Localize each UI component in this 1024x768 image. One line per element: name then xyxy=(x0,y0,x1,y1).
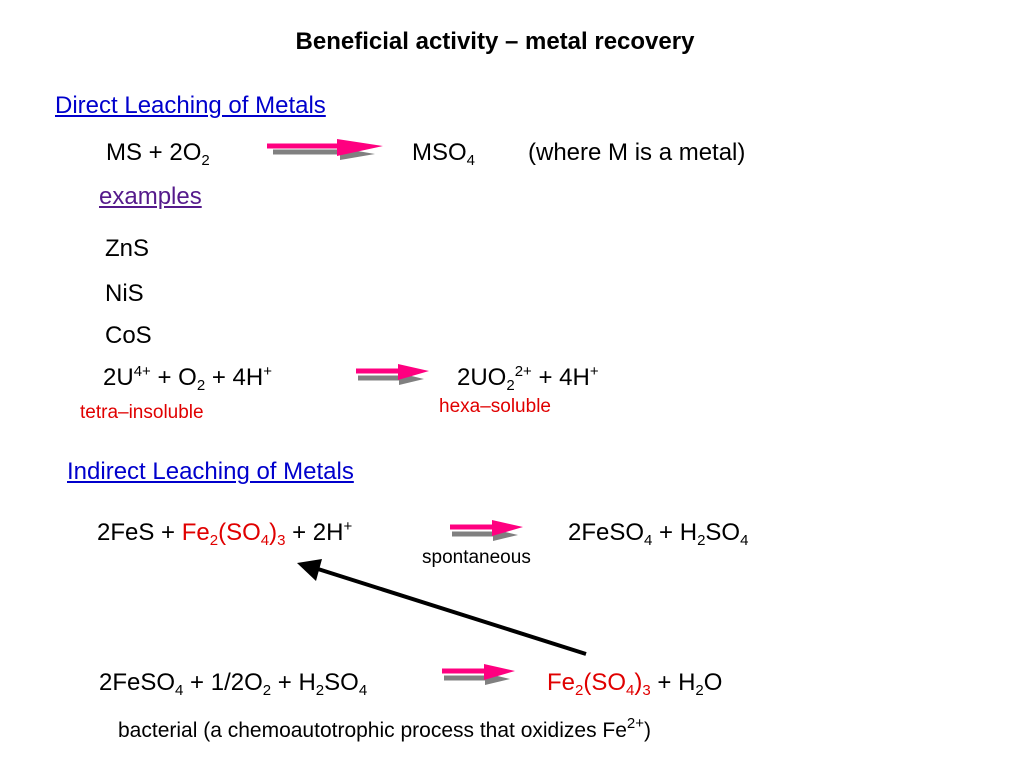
equation-feso4-oxidation-reactants: 2FeSO4 + 1/2O2 + H2SO4 xyxy=(99,669,368,699)
example-item: ZnS xyxy=(105,235,150,262)
metal-note: (where M is a metal) xyxy=(528,139,746,166)
reaction-arrow-icon xyxy=(442,664,515,685)
examples-link[interactable]: examples xyxy=(99,183,202,210)
page-title: Beneficial activity – metal recovery xyxy=(295,28,695,55)
reaction-arrow-icon xyxy=(356,364,429,385)
example-item: NiS xyxy=(105,280,144,307)
equation-mso4-product: MSO4 xyxy=(412,139,476,169)
bacterial-note: bacterial (a chemoautotrophic process th… xyxy=(118,715,652,742)
equation-ferric-sulfate-products: Fe2(SO4)3 + H2O xyxy=(547,669,723,699)
reaction-arrow-icon xyxy=(450,520,523,541)
hexa-soluble-label: hexa–soluble xyxy=(439,396,551,417)
reaction-arrow-icon xyxy=(267,139,383,160)
equation-uranium-products: 2UO22+ + 4H+ xyxy=(457,363,599,394)
equation-fes-reactants: 2FeS + Fe2(SO4)3 + 2H+ xyxy=(97,518,353,549)
equation-feso4-products: 2FeSO4 + H2SO4 xyxy=(568,519,749,549)
indirect-leaching-heading: Indirect Leaching of Metals xyxy=(67,458,354,485)
spontaneous-label: spontaneous xyxy=(422,547,531,568)
example-item: CoS xyxy=(105,322,152,349)
tetra-insoluble-label: tetra–insoluble xyxy=(80,402,204,423)
direct-leaching-heading: Direct Leaching of Metals xyxy=(55,92,326,119)
equation-uranium-reactants: 2U4+ + O2 + 4H+ xyxy=(103,363,272,394)
equation-ms-reactants: MS + 2O2 xyxy=(106,139,210,169)
